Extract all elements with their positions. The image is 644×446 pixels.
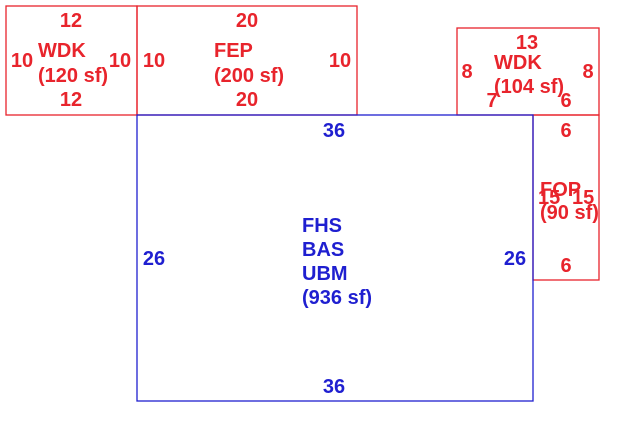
fop-dim-top: 6 [560,120,571,142]
wdk-right-dim-bottom-left: 7 [486,90,497,112]
area-main-structure[interactable]: 36 36 26 26 FHS BAS UBM (936 sf) [136,114,534,402]
main-dim-bottom: 36 [323,376,345,398]
wdk-left-dim-left: 10 [11,50,33,72]
area-fep[interactable]: 20 20 10 10 FEP (200 sf) [136,5,358,116]
fep-area: (200 sf) [214,65,284,87]
main-structure-outline [136,114,534,402]
fop-dim-left: 15 [538,187,560,209]
main-code-3: UBM [302,263,348,285]
main-code-1: FHS [302,215,342,237]
fop-area: (90 sf) [540,202,599,224]
wdk-left-area: (120 sf) [38,65,108,87]
wdk-left-dim-bottom: 12 [60,89,82,111]
area-fop[interactable]: 6 6 15 15 FOP (90 sf) [532,114,600,281]
main-dim-top: 36 [323,120,345,142]
wdk-right-code: WDK [494,52,542,74]
wdk-right-dim-right: 8 [582,61,593,83]
main-area: (936 sf) [302,287,372,309]
wdk-left-dim-right: 10 [109,50,131,72]
main-dim-left: 26 [143,248,165,270]
fop-dim-right: 15 [572,187,594,209]
main-dim-right: 26 [504,248,526,270]
wdk-left-dim-top: 12 [60,10,82,32]
fep-dim-right: 10 [329,50,351,72]
fep-dim-top: 20 [236,10,258,32]
wdk-left-code: WDK [38,40,86,62]
fop-dim-bottom: 6 [560,255,571,277]
fep-dim-bottom: 20 [236,89,258,111]
area-wdk-right[interactable]: 13 8 8 WDK (104 sf) 7 6 [456,27,600,116]
wdk-right-dim-left: 8 [461,61,472,83]
main-code-2: BAS [302,239,344,261]
fop-code: FOP [540,179,581,201]
wdk-right-area: (104 sf) [494,76,564,98]
area-wdk-left[interactable]: 12 12 10 10 WDK (120 sf) [5,5,138,116]
fep-code: FEP [214,40,253,62]
wdk-right-dim-bottom-right: 6 [560,90,571,112]
fep-dim-left: 10 [143,50,165,72]
wdk-right-dim-top: 13 [516,32,538,54]
